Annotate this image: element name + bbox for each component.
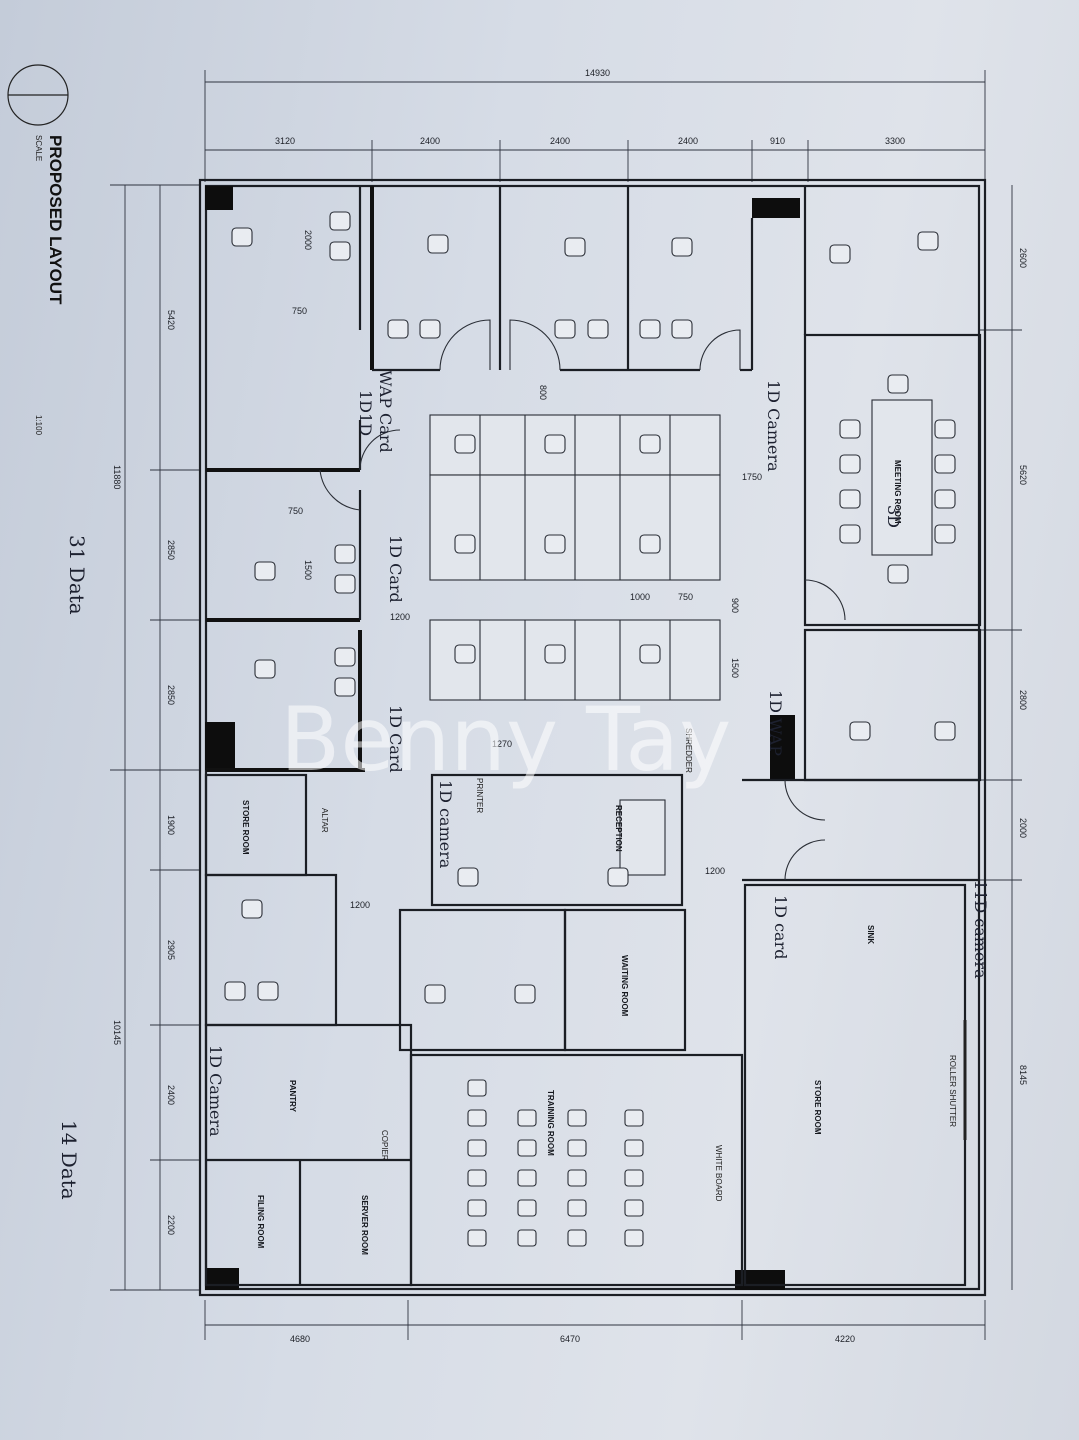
label-server-room: SERVER ROOM — [360, 1195, 369, 1255]
dim-internal-12: 1270 — [492, 739, 512, 749]
label-shredder: SHREDDER — [684, 728, 693, 773]
column-2 — [752, 198, 800, 218]
chairs — [224, 211, 956, 1004]
layout-title: PROPOSED LAYOUT — [46, 135, 65, 305]
note-id-camera-1: 1D Camera — [764, 380, 783, 472]
column-4 — [770, 715, 795, 780]
dim-right-3: 2800 — [1018, 690, 1028, 710]
reception-area — [430, 773, 684, 907]
watermark: Benny Tay — [280, 688, 731, 791]
dim-right-5: 8145 — [1018, 1065, 1028, 1085]
dim-internal-7: 1000 — [630, 592, 650, 602]
dim-internal-5: 800 — [538, 385, 548, 400]
dim-left-6: 2400 — [166, 1085, 176, 1105]
meeting-3d-tag: 3D — [884, 505, 903, 528]
column-1 — [205, 186, 233, 210]
dim-internal-2: 750 — [292, 306, 307, 316]
note-id-wap: 1D WAP — [766, 690, 785, 756]
dim-top-6: 3300 — [885, 136, 905, 146]
training-room — [409, 1053, 744, 1287]
training-seats — [467, 1079, 644, 1247]
dim-internal-1: 2000 — [303, 230, 313, 250]
label-copier: COPIER — [380, 1130, 389, 1161]
dim-top-2: 2400 — [420, 136, 440, 146]
label-store-room-a: STORE ROOM — [241, 800, 250, 855]
note-id-camera-2: 1D camera — [436, 780, 455, 869]
dim-left-3: 2850 — [166, 685, 176, 705]
dim-left-5: 2905 — [166, 940, 176, 960]
label-altar: ALTAR — [320, 808, 329, 833]
dim-right-2: 5620 — [1018, 465, 1028, 485]
note-id-card-2: 1D Card — [386, 705, 405, 773]
left-dimension-lines — [110, 184, 200, 1291]
dim-internal-3: 750 — [288, 506, 303, 516]
dim-top-1: 3120 — [275, 136, 295, 146]
scale-label: SCALE — [34, 135, 43, 161]
label-store-room-b: STORE ROOM — [813, 1080, 822, 1135]
dim-bottom-3: 4220 — [835, 1334, 855, 1344]
label-pantry: PANTRY — [288, 1080, 297, 1113]
label-meeting-room: MEETING ROOM — [893, 460, 902, 524]
dim-left-1: 5420 — [166, 310, 176, 330]
label-printer: PRINTER — [475, 778, 484, 813]
dim-top-5: 910 — [770, 136, 785, 146]
note-wap-card: WAP Card — [376, 370, 395, 453]
note-id-card-1: 1D Card — [386, 535, 405, 603]
label-waiting-room: WAITING ROOM — [620, 955, 629, 1017]
dim-left-7: 2200 — [166, 1215, 176, 1235]
data-count-top: 31 Data — [65, 535, 89, 615]
dim-left-total-a: 11880 — [112, 465, 122, 489]
note-id-camera-4: 11D camera — [971, 880, 990, 979]
dim-left-2: 2850 — [166, 540, 176, 560]
meeting-table — [871, 399, 933, 556]
dim-top-4: 2400 — [678, 136, 698, 146]
dim-left-4: 1900 — [166, 815, 176, 835]
right-dimension-lines — [980, 185, 1022, 1290]
scale-value: 1:100 — [34, 415, 43, 436]
label-white-board: WHITE BOARD — [714, 1145, 723, 1202]
meeting-room — [803, 333, 982, 627]
label-reception: RECEPTION — [614, 805, 623, 852]
dim-top-total: 14930 — [585, 68, 610, 78]
outer-wall — [198, 178, 987, 1297]
dim-bottom-2: 6470 — [560, 1334, 580, 1344]
column-3 — [205, 722, 235, 770]
column-5 — [205, 1268, 239, 1290]
dim-internal-4: 1500 — [303, 560, 313, 580]
label-training-room: TRAINING ROOM — [546, 1090, 555, 1156]
dim-left-total-b: 10145 — [112, 1020, 122, 1045]
dim-internal-14: 1200 — [705, 866, 725, 876]
dim-internal-8: 750 — [678, 592, 693, 602]
dim-bottom-1: 4680 — [290, 1334, 310, 1344]
dim-internal-6: 1750 — [742, 472, 762, 482]
label-filing-room: FILING ROOM — [256, 1195, 265, 1249]
dim-top-3: 2400 — [550, 136, 570, 146]
dim-right-4: 2000 — [1018, 818, 1028, 838]
dim-internal-10: 1500 — [730, 658, 740, 678]
dim-internal-9: 900 — [730, 598, 740, 613]
top-dimension-lines — [204, 70, 986, 182]
dim-internal-13: 1200 — [350, 900, 370, 910]
bottom-dimension-lines — [204, 1300, 986, 1340]
open-office-workstations — [429, 414, 721, 701]
label-sink: SINK — [866, 925, 875, 944]
note-id-card-3: 1D card — [771, 895, 790, 959]
label-roller-shutter: ROLLER SHUTTER — [948, 1055, 957, 1127]
data-count-bottom: 14 Data — [57, 1120, 81, 1200]
note-id-double: 1D1D — [356, 390, 375, 436]
dim-right-1: 2600 — [1018, 248, 1028, 268]
note-id-camera-3: 1D Camera — [206, 1045, 225, 1137]
dim-internal-11: 1200 — [390, 612, 410, 622]
